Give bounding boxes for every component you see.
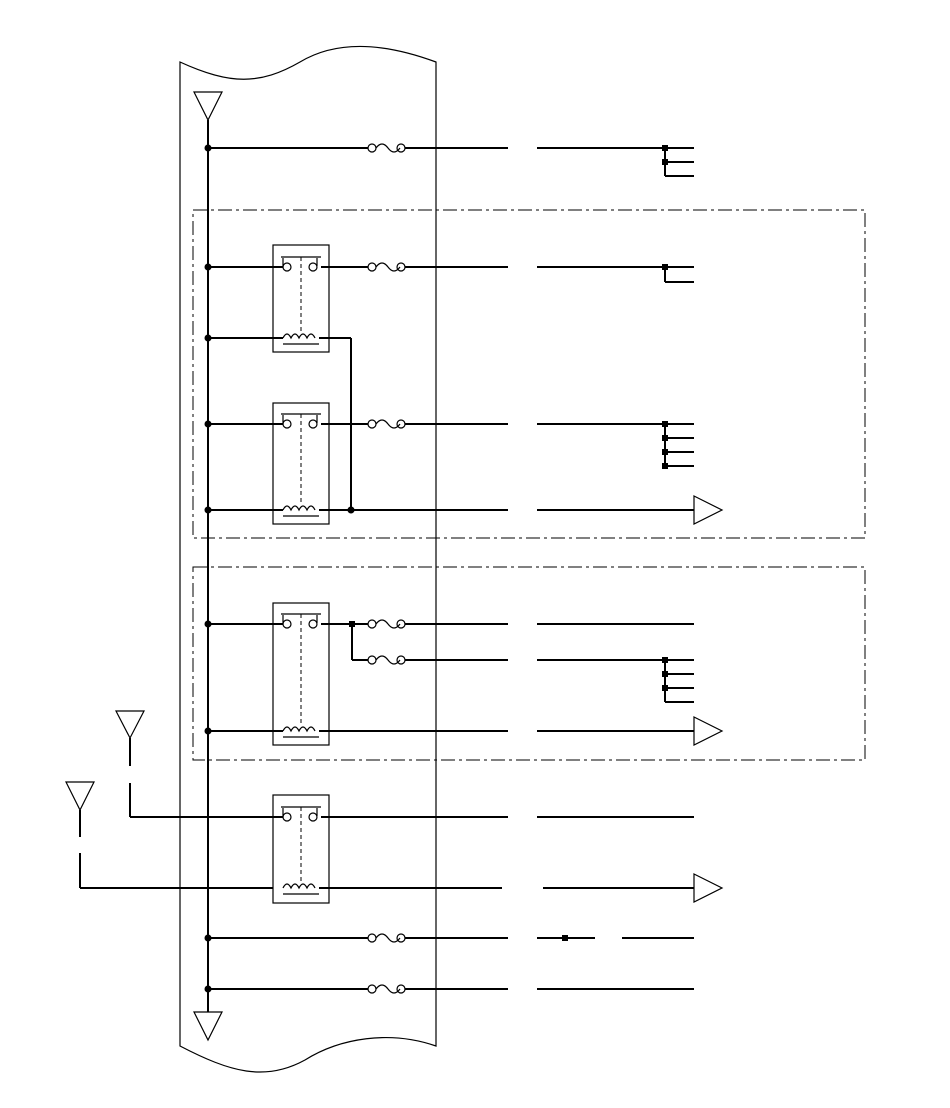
- group-box-lower: [192, 566, 866, 761]
- ground-icon-top: [193, 91, 223, 122]
- bus-junctions: [204, 144, 212, 993]
- connector-arrow-icon: [693, 716, 724, 746]
- relay-2: [208, 402, 724, 525]
- ground-icon-external-1: [115, 710, 145, 740]
- ground-icon-bottom: [193, 1011, 223, 1042]
- relay-4: [130, 794, 724, 904]
- ground-icon-external-2: [65, 781, 95, 812]
- fuse-icon: [367, 984, 406, 994]
- fuse-icon: [367, 143, 406, 153]
- fuse-icon: [367, 262, 406, 272]
- circuit-fuse-938: [208, 935, 694, 941]
- circuit-1: [208, 145, 694, 177]
- relay-1: [208, 244, 694, 353]
- relay-contacts: [282, 262, 318, 822]
- fuse-icon: [367, 419, 406, 429]
- fuse-icon: [367, 619, 406, 629]
- fuse-icon: [367, 933, 406, 943]
- connector-arrow-icon: [693, 873, 724, 903]
- fuses: [367, 143, 406, 994]
- group-box-upper: [192, 209, 866, 539]
- connector-arrow-icon: [693, 495, 724, 525]
- fuse-icon: [367, 655, 406, 665]
- relay-3: [208, 602, 724, 746]
- fuse-box-housing: [179, 45, 437, 1073]
